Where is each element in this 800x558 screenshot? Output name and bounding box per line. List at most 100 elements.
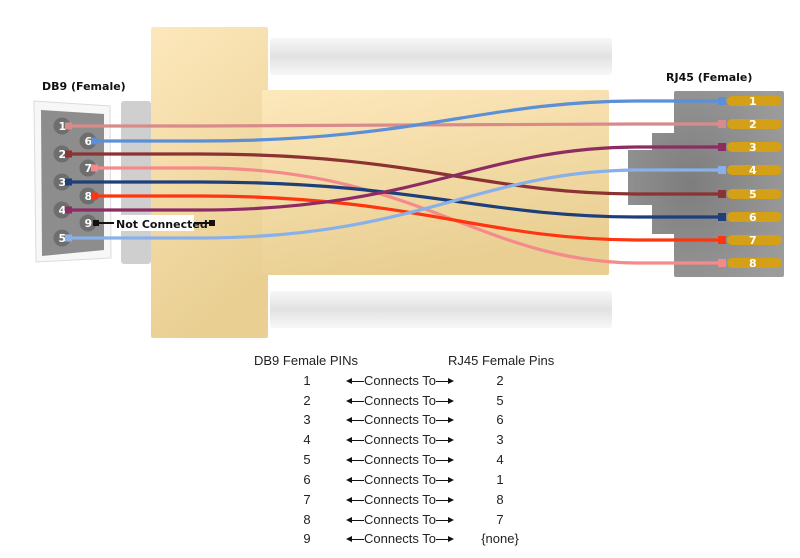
connects-to-cell: Connects To — [346, 512, 460, 527]
wire-path — [92, 166, 724, 265]
wire-end-db9 — [65, 122, 72, 130]
db9-pin-label: 2 — [59, 148, 67, 161]
arrow-right-icon — [436, 496, 455, 505]
rj45-contact — [727, 142, 782, 152]
top-cable-tube — [270, 38, 612, 75]
wire-path — [92, 99, 724, 143]
arrow-right-icon — [436, 535, 455, 544]
rj45-contact — [727, 212, 782, 222]
rj45-pin-label: 2 — [749, 118, 757, 131]
db9-pin-socket — [79, 159, 97, 177]
adapter-body — [151, 27, 612, 338]
wire-path — [66, 145, 724, 212]
wire-db9-4-to-rj45-3 — [65, 143, 726, 214]
wire-db9-1-to-rj45-2 — [65, 120, 726, 130]
db9-pin-3: 3 — [53, 173, 71, 191]
rj45-title: RJ45 (Female) — [666, 71, 752, 84]
connects-to-label: Connects To — [364, 512, 437, 527]
connects-to-cell: Connects To — [346, 412, 460, 427]
connects-to-label: Connects To — [364, 432, 437, 447]
db9-pin-socket — [79, 187, 97, 205]
db9-pin-1: 1 — [53, 117, 71, 135]
db9-pin-cell: 7 — [303, 492, 311, 507]
connects-to-cell: Connects To — [346, 432, 460, 447]
table-row: 5 Connects To 4 — [0, 452, 800, 472]
rj45-pin-6: 6 — [727, 211, 782, 224]
db9-pin-cell: 4 — [303, 432, 311, 447]
wire-db9-6-to-rj45-1 — [91, 97, 726, 145]
rj45-contact — [727, 96, 782, 106]
table-row: 7 Connects To 8 — [0, 492, 800, 512]
db9-pin-socket — [53, 145, 71, 163]
rj45-body — [628, 91, 784, 277]
connects-to-cell: Connects To — [346, 492, 460, 507]
wire-end-rj45 — [718, 259, 726, 267]
wire-path — [92, 194, 724, 242]
rj45-pin-label: 8 — [749, 257, 757, 270]
connects-to-cell: Connects To — [346, 393, 460, 408]
wire-db9-7-to-rj45-8 — [91, 164, 726, 267]
wire-end-rj45 — [718, 97, 726, 105]
rj45-pin-label: 1 — [749, 95, 757, 108]
rj45-pin-label: 4 — [749, 164, 757, 177]
arrow-left-icon — [346, 496, 364, 505]
rj45-pin-cell: 5 — [496, 393, 504, 408]
wire-path — [66, 122, 724, 128]
rj45-pin-cell: 4 — [496, 452, 504, 467]
rj45-pin-7: 7 — [727, 234, 782, 247]
rj45-pin-cell: 6 — [496, 412, 504, 427]
db9-pin-label: 9 — [85, 217, 93, 230]
rj45-pin-2: 2 — [727, 118, 782, 131]
header-db9-pins: DB9 Female PINs — [254, 353, 359, 368]
wire-end-rj45 — [718, 190, 726, 198]
db9-pin-7: 7 — [79, 159, 97, 177]
rj45-pin-cell: 3 — [496, 432, 504, 447]
rj45-contact — [727, 189, 782, 199]
arrow-right-icon — [436, 436, 455, 445]
db9-pin-label: 5 — [59, 232, 67, 245]
table-row: 3 Connects To 6 — [0, 412, 800, 432]
connects-to-label: Connects To — [364, 373, 437, 388]
db9-pin-label: 1 — [59, 120, 67, 133]
wire-path — [66, 168, 724, 240]
db9-pin-socket — [53, 229, 71, 247]
arrow-left-icon — [346, 456, 364, 465]
rj45-pin-label: 5 — [749, 188, 757, 201]
wire-db9-3-to-rj45-6 — [65, 178, 726, 221]
wire-end-rj45 — [718, 143, 726, 151]
connects-to-label: Connects To — [364, 393, 437, 408]
db9-pin-cell: 1 — [303, 373, 311, 388]
db9-pin-cell: 3 — [303, 412, 311, 427]
wire-end-rj45 — [718, 166, 726, 174]
rj45-pin-8: 8 — [727, 257, 782, 270]
db9-pin-socket — [79, 214, 97, 232]
connects-to-cell: Connects To — [346, 452, 460, 467]
arrow-right-icon — [436, 397, 455, 406]
bottom-cable-tube — [270, 291, 612, 328]
arrow-right-icon — [436, 377, 455, 386]
rj45-pin-cell: 2 — [496, 373, 504, 388]
db9-pin-2: 2 — [53, 145, 71, 163]
wire-db9-2-to-rj45-5 — [65, 150, 726, 198]
db9-pin-5: 5 — [53, 229, 71, 247]
db9-title: DB9 (Female) — [42, 80, 126, 93]
connects-to-cell: Connects To — [346, 373, 460, 388]
rj45-pin-5: 5 — [727, 188, 782, 201]
header-rj45-pins: RJ45 Female Pins — [448, 353, 555, 368]
arrow-left-icon — [346, 436, 364, 445]
rj45-pin-4: 4 — [727, 164, 782, 177]
arrow-right-icon — [436, 516, 455, 525]
wire-end-rj45 — [718, 236, 726, 244]
db9-pin-cell: 5 — [303, 452, 311, 467]
rj45-pin-cell: 8 — [496, 492, 504, 507]
arrow-right-icon — [436, 456, 455, 465]
arrow-right-icon — [436, 476, 455, 485]
connects-to-label: Connects To — [364, 452, 437, 467]
arrow-left-icon — [346, 535, 364, 544]
arrow-left-icon — [346, 516, 364, 525]
db9-pin-cell: 8 — [303, 512, 311, 527]
rj45-pin-cell: 7 — [496, 512, 504, 527]
table-row: 8 Connects To 7 — [0, 512, 800, 532]
